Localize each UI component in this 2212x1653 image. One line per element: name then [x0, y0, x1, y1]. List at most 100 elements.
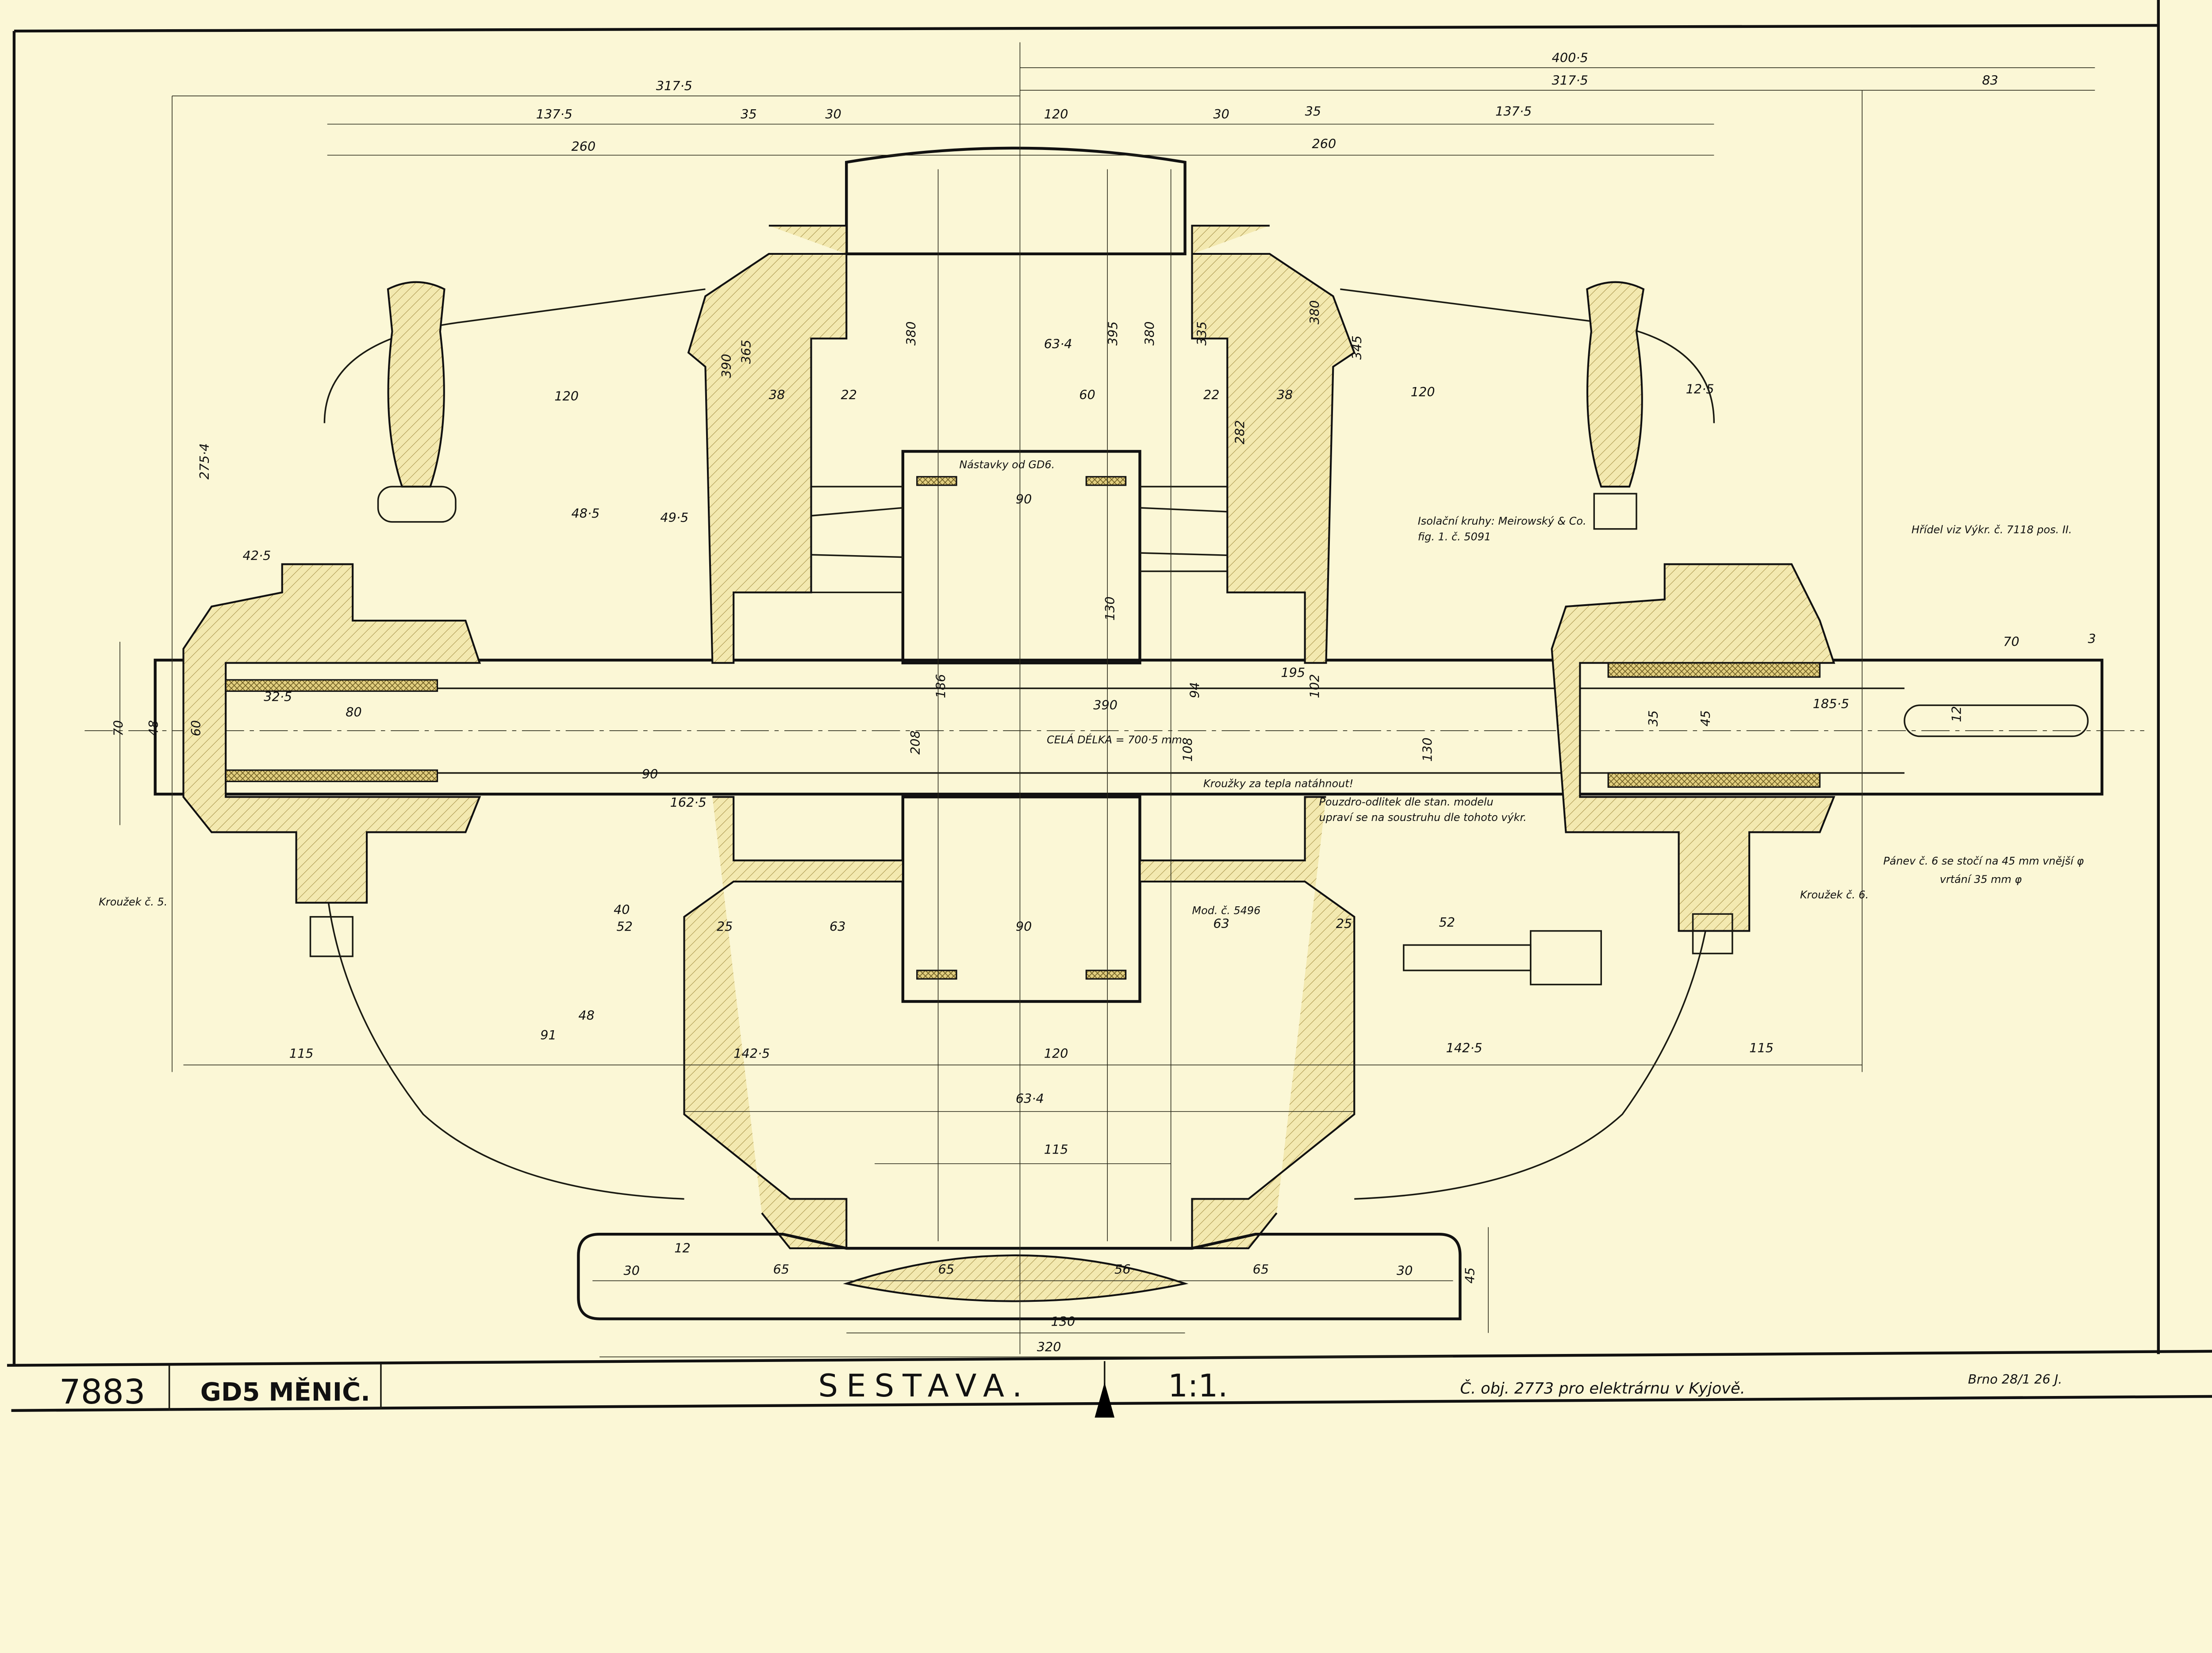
- dimension-label: 120: [1411, 384, 1435, 399]
- dimension-label: 48: [578, 1008, 595, 1023]
- dimension-label: 30: [1213, 107, 1229, 122]
- dimension-label: 52: [1439, 915, 1455, 930]
- annotation-note: upraví se na soustruhu dle tohoto výkr.: [1319, 811, 1527, 824]
- drawing-scale: 1:1.: [1168, 1368, 1228, 1404]
- dimension-label: 56: [1114, 1262, 1131, 1277]
- dimension-label: 25: [717, 919, 733, 934]
- annotation-note: Pouzdro-odlitek dle stan. modelu: [1319, 796, 1494, 808]
- dimension-label: 90: [642, 767, 658, 782]
- dimension-label: 38: [769, 387, 785, 402]
- dimension-label: 185·5: [1813, 696, 1849, 711]
- dimension-label: 317·5: [656, 78, 692, 93]
- housing: [323, 146, 1715, 1320]
- dimension-label: 186: [933, 674, 948, 698]
- dimension-label: 12: [1949, 706, 1964, 722]
- dimension-label: 260: [571, 139, 595, 154]
- dimension-label: 115: [1044, 1142, 1068, 1157]
- dimension-label: 137·5: [1495, 104, 1532, 119]
- dimension-label: 390: [1093, 698, 1118, 713]
- dimension-label: 208: [908, 730, 923, 755]
- dimension-label: 60: [1079, 387, 1095, 402]
- dimension-label: 400·5: [1552, 50, 1588, 65]
- dimension-label: 83: [1982, 73, 1998, 88]
- annotation-note: Nástavky od GD6.: [959, 459, 1055, 471]
- annotation-note: Pánev č. 6 se stočí na 45 mm vnější φ: [1883, 855, 2084, 867]
- dimension-label: 35: [1305, 104, 1321, 119]
- dimension-label: 162·5: [670, 795, 707, 810]
- dimension-label: 38: [1277, 387, 1293, 402]
- dimension-label: 395: [1106, 321, 1121, 345]
- title-block: 7883 GD5 MĚNIČ. SESTAVA. 1:1. Č. obj. 27…: [59, 1368, 2062, 1418]
- annotation-note: Isolační kruhy: Meirowský & Co.: [1418, 515, 1586, 527]
- dimension-label: 120: [1044, 1046, 1068, 1061]
- dimension-label: 63·4: [1044, 337, 1072, 352]
- drawing-title: SESTAVA.: [818, 1368, 1030, 1404]
- dimension-label: 275·4: [197, 443, 212, 479]
- dimension-label: 142·5: [1446, 1040, 1482, 1055]
- dimension-label: 22: [841, 387, 857, 402]
- order-number: Č. obj. 2773 pro elektrárnu v Kyjově.: [1460, 1379, 1745, 1398]
- product-name: GD5 MĚNIČ.: [200, 1377, 370, 1407]
- dimension-label: 345: [1349, 335, 1364, 360]
- dimension-label: 380: [1142, 321, 1157, 345]
- dimension-label: 282: [1232, 420, 1247, 445]
- sheet-fold-marker: [1094, 1382, 1115, 1418]
- dimension-label: 65: [938, 1262, 955, 1277]
- dimension-label: 63·4: [1016, 1091, 1044, 1106]
- left-bearing: [182, 281, 481, 957]
- annotation-note: Mod. č. 5496: [1192, 904, 1261, 917]
- dimension-label: 63: [830, 919, 846, 934]
- dimension-label: 49·5: [660, 510, 688, 525]
- dimension-label: 70: [2003, 634, 2020, 649]
- dimension-label: 120: [1044, 107, 1068, 122]
- dimension-label: 90: [1016, 491, 1032, 506]
- annotation-note: Kroužky za tepla natáhnout!: [1203, 777, 1353, 790]
- dimension-lines: [119, 42, 2095, 1358]
- dimension-label: 40: [614, 902, 630, 917]
- dimension-label: 142·5: [733, 1046, 770, 1061]
- dimension-label: 65: [1253, 1262, 1269, 1277]
- dimension-label: 335: [1194, 321, 1209, 345]
- date-signature: Brno 28/1 26 J.: [1968, 1372, 2062, 1387]
- right-bearing: [1403, 281, 1836, 986]
- dimension-label: 42·5: [242, 548, 271, 563]
- dimension-label: 3: [2088, 631, 2096, 646]
- dimension-label: 137·5: [536, 107, 572, 122]
- dimension-label: 48: [146, 720, 161, 736]
- annotation-note: vrtání 35 mm φ: [1940, 873, 2022, 886]
- dimension-label: 52: [616, 919, 633, 934]
- dimension-label: 45: [1698, 710, 1713, 727]
- dimension-label: 25: [1336, 916, 1352, 931]
- dimension-label: 90: [1016, 919, 1032, 934]
- sheet-border: [7, 0, 2212, 1412]
- dimension-label: 35: [1646, 710, 1661, 727]
- dimension-label: 91: [540, 1028, 557, 1043]
- dimension-label: 35: [741, 107, 757, 122]
- dimension-label: 80: [346, 705, 362, 720]
- annotation-note: Kroužek č. 6.: [1800, 889, 1869, 901]
- dimension-label: 30: [825, 107, 841, 122]
- dimension-label: 390: [719, 354, 734, 378]
- annotation-note: CELÁ DÉLKA = 700·5 mm: [1047, 733, 1182, 746]
- dimension-label: 195: [1281, 665, 1305, 680]
- dimension-label: 12: [674, 1241, 691, 1256]
- dimension-label: 22: [1203, 387, 1220, 402]
- dimension-label: 130: [1420, 737, 1435, 762]
- dimension-label: 45: [1462, 1267, 1477, 1284]
- dimension-label: 320: [1037, 1339, 1061, 1354]
- annotation-note: fig. 1. č. 5091: [1418, 530, 1491, 543]
- dimension-label: 94: [1187, 682, 1202, 698]
- dimension-label: 120: [554, 389, 579, 404]
- dimension-label: 102: [1307, 674, 1322, 698]
- annotation-note: Hřídel viz Výkr. č. 7118 pos. II.: [1912, 523, 2072, 536]
- dimension-label: 260: [1312, 136, 1336, 151]
- dimension-label: 380: [904, 321, 919, 345]
- dimension-label: 12·5: [1686, 382, 1714, 397]
- dimension-label: 115: [1749, 1040, 1774, 1055]
- dimension-label: 30: [623, 1263, 640, 1278]
- dimension-label: 48·5: [571, 506, 599, 521]
- dimension-label: 60: [188, 720, 204, 736]
